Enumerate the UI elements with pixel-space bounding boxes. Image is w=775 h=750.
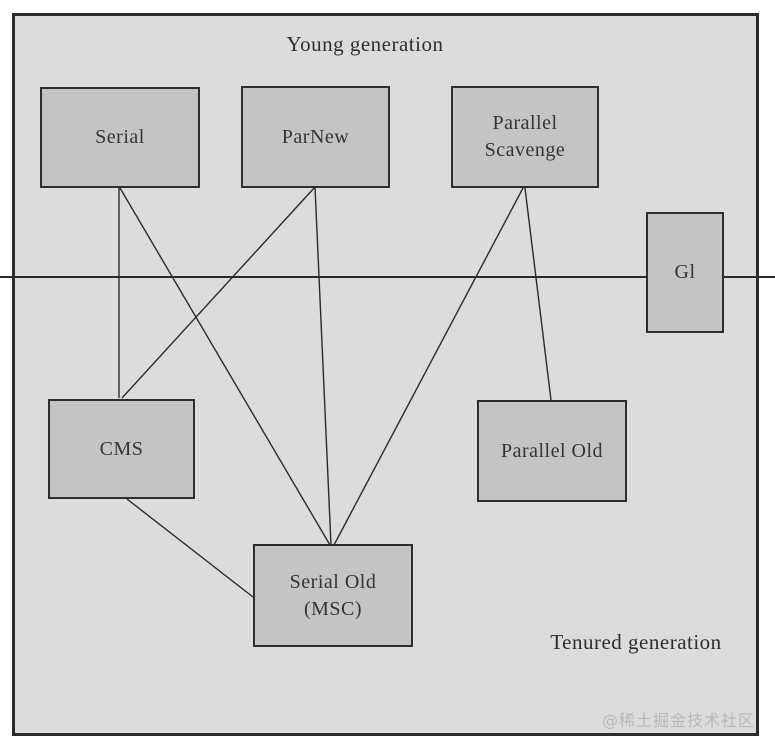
edge-cms-serial-old xyxy=(126,498,254,598)
box-cms-label: CMS xyxy=(99,437,144,460)
box-parallel-scavenge: Parallel Scavenge xyxy=(451,86,599,188)
edge-serial-serial-old xyxy=(119,187,331,546)
box-parnew: ParNew xyxy=(241,86,390,188)
edge-parnew-cms xyxy=(121,186,316,399)
tenured-generation-label: Tenured generation xyxy=(550,630,722,654)
box-parallel-scavenge-label-line1: Parallel xyxy=(492,112,558,134)
box-serial-label: Serial xyxy=(95,126,145,148)
box-serial-old-label-line2: (MSC) xyxy=(303,597,363,620)
box-g1-label: Gl xyxy=(674,261,696,283)
edge-parallel-scavenge-parallel-old xyxy=(524,187,552,401)
box-cms: CMS xyxy=(48,399,195,499)
box-serial-old: Serial Old (MSC) xyxy=(253,544,413,647)
watermark: @稀土掘金技术社区 xyxy=(601,711,755,730)
edge-parnew-serial-old xyxy=(314,186,332,546)
box-serial-old-label-line1: Serial Old xyxy=(289,570,377,593)
box-parallel-old: Parallel Old xyxy=(477,400,627,502)
box-parallel-scavenge-label-line2: Scavenge xyxy=(484,139,566,161)
box-parnew-label: ParNew xyxy=(281,125,350,148)
box-g1: Gl xyxy=(646,212,724,333)
box-serial: Serial xyxy=(40,87,200,188)
young-generation-label: Young generation xyxy=(286,32,444,56)
edge-parallel-scavenge-serial-old xyxy=(333,187,524,546)
box-parallel-old-label: Parallel Old xyxy=(500,439,604,462)
